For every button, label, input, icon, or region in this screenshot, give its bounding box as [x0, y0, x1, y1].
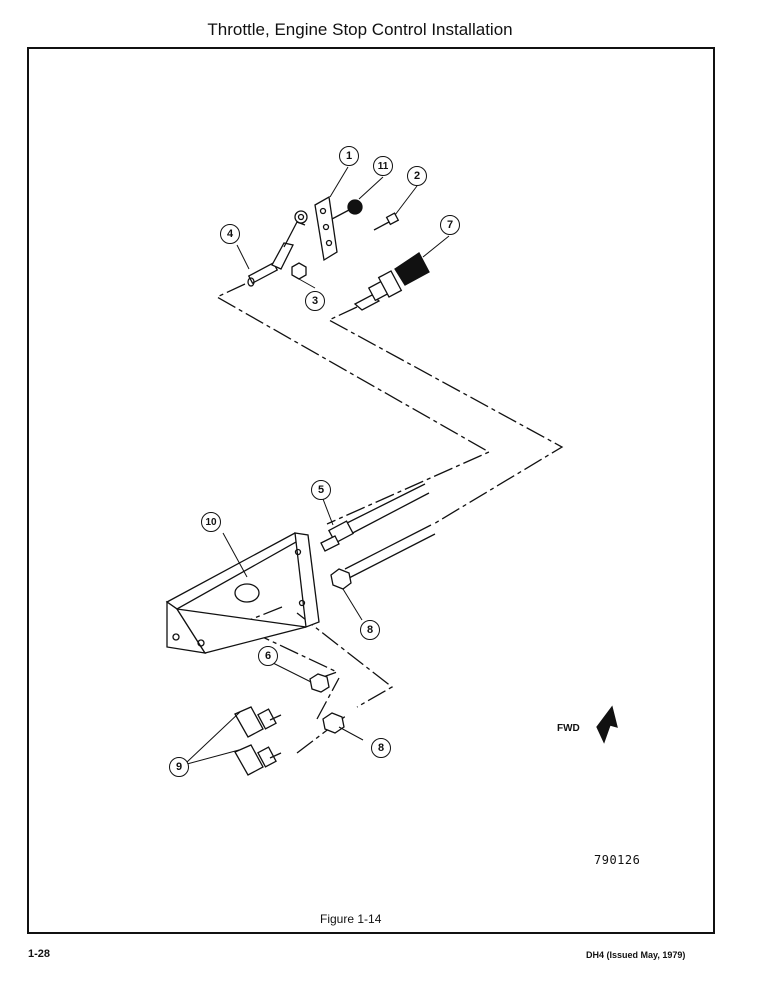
fitting-part-9-lower: [234, 744, 282, 776]
stop-knob-part-11: [331, 199, 363, 220]
callout-11: 11: [373, 156, 393, 176]
callout-7: 7: [440, 215, 460, 235]
nut-part-6: [309, 673, 330, 693]
callout-8-upper: 8: [360, 620, 380, 640]
fwd-arrow-icon: [596, 705, 618, 744]
nut-part-3: [291, 262, 307, 280]
fwd-label: FWD: [557, 723, 580, 734]
screw-part-2: [373, 212, 400, 231]
throttle-lever-part-4: [247, 210, 308, 287]
page-title: Throttle, Engine Stop Control Installati…: [207, 20, 513, 39]
figure-frame: [27, 47, 715, 934]
callout-3: 3: [305, 291, 325, 311]
control-plate-part-1: [314, 195, 338, 262]
callout-9: 9: [169, 757, 189, 777]
exploded-parts-diagram: [165, 166, 618, 776]
callout-10: 10: [201, 512, 221, 532]
callout-6: 6: [258, 646, 278, 666]
stop-cable-with-nut-part-8: [330, 524, 436, 590]
callout-2: 2: [407, 166, 427, 186]
cable-route-throttle: [215, 283, 564, 526]
callout-1: 1: [339, 146, 359, 166]
callout-4: 4: [220, 224, 240, 244]
figure-caption: Figure 1-14: [320, 912, 382, 926]
drawing-number: 790126: [594, 853, 641, 867]
leader-lines: [186, 166, 450, 765]
callout-5: 5: [311, 480, 331, 500]
throttle-cable-part-5: [320, 483, 430, 552]
document-reference: DH4 (Issued May, 1979): [586, 950, 686, 960]
callout-8-lower: 8: [371, 738, 391, 758]
mounting-bracket-part-10: [165, 532, 320, 654]
engine-stop-control-part-7: [353, 252, 430, 311]
nut-part-8-lower: [322, 712, 345, 734]
fitting-part-9-upper: [234, 706, 282, 738]
page-number: 1-28: [28, 948, 51, 960]
